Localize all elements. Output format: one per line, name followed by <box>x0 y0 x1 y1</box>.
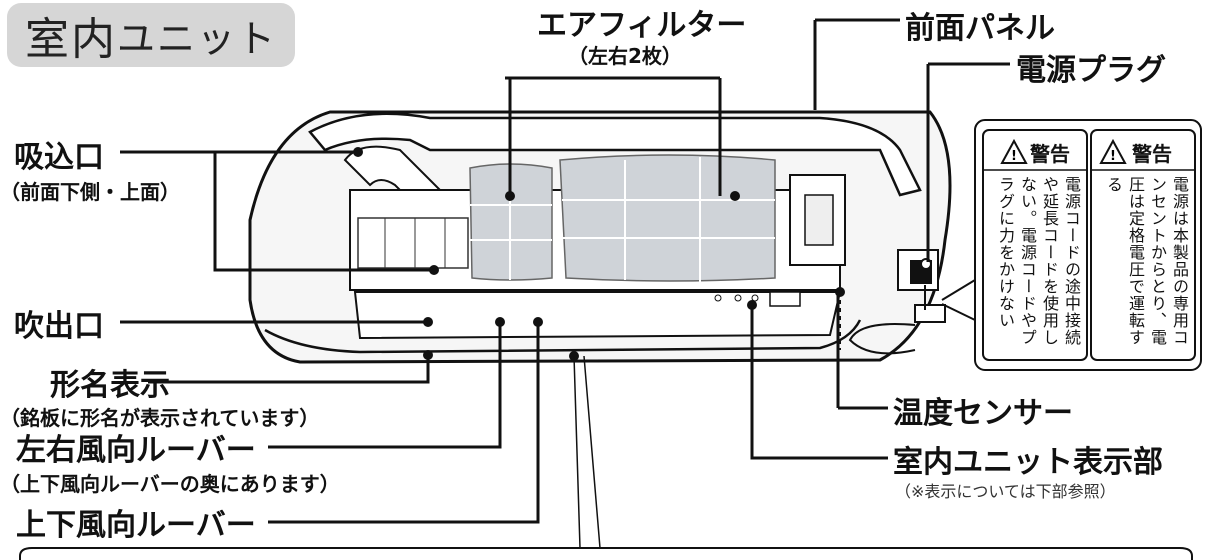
label-intake-note: （前面下側・上面） <box>0 180 180 204</box>
svg-text:!: ! <box>1110 149 1116 164</box>
label-model-note: （銘板に形名が表示されています） <box>0 406 320 430</box>
warning-icon-1 <box>1000 138 1028 164</box>
label-air-filter-note: （左右2枚） <box>568 44 682 68</box>
svg-text:!: ! <box>1011 149 1017 164</box>
warning-title-1: 警告 <box>1030 142 1070 166</box>
front-panel <box>308 112 922 197</box>
label-outlet: 吹出口 <box>14 309 104 344</box>
warning-text-2: 電源は本製品の専用コンセントからとり、電圧は定格電圧で運転する <box>1104 176 1189 346</box>
label-air-filter: エアフィルター <box>537 8 747 43</box>
warning-text-1: 電源コードの途中接続や延長コードを使用しない。電源コードやプラグに力をかけない <box>996 176 1081 346</box>
label-intake: 吸込口 <box>14 140 104 175</box>
title-badge: 室内ユニット <box>7 3 295 67</box>
title-sub: ユニット <box>116 16 277 61</box>
label-temp-sensor: 温度センサー <box>893 396 1073 431</box>
label-model: 形名表示 <box>50 368 170 403</box>
outlet-area <box>353 291 842 340</box>
bottom-callout <box>19 547 1193 560</box>
label-power-plug: 電源プラグ <box>1016 53 1166 88</box>
lower-louver <box>264 319 862 354</box>
display-panel <box>769 291 801 307</box>
label-lr-louver-note: （上下風向ルーバーの奥にあります） <box>0 472 340 496</box>
label-lr-louver: 左右風向ルーバー <box>16 433 256 468</box>
label-display-note: （※表示については下部参照） <box>895 482 1116 501</box>
warning-title-2: 警告 <box>1132 142 1172 166</box>
power-cord <box>848 323 916 355</box>
air-filter-right <box>559 154 776 282</box>
intake-grille <box>357 217 469 269</box>
title-main: 室内 <box>24 14 117 65</box>
warning-icon-2 <box>1099 138 1127 164</box>
label-ud-louver: 上下風向ルーバー <box>16 508 256 543</box>
label-front-panel: 前面パネル <box>905 11 1055 46</box>
label-display: 室内ユニット表示部 <box>893 445 1163 480</box>
